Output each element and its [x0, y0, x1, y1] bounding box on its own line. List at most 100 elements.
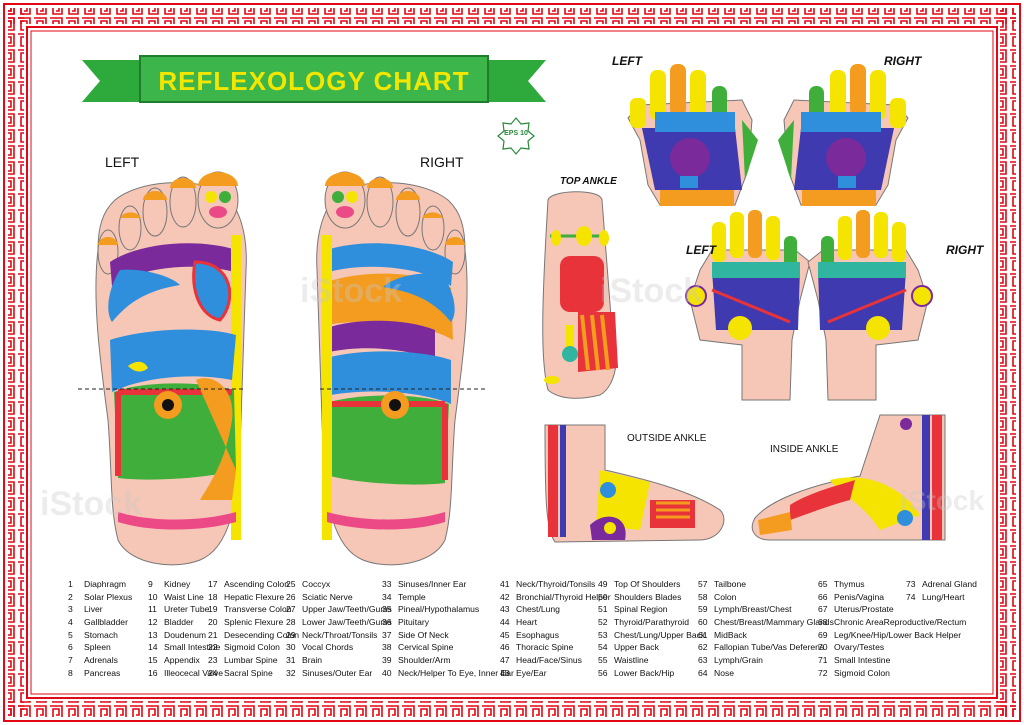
top-ankle-foot: [542, 191, 618, 399]
legend-text: Colon: [714, 591, 737, 602]
outside-ankle-foot: [544, 424, 725, 543]
legend-text: Sacral Spine: [224, 667, 273, 678]
legend-number: 26: [286, 591, 296, 602]
legend-number: 46: [500, 642, 510, 653]
legend-number: 17: [208, 579, 218, 589]
legend-number: 33: [382, 579, 392, 589]
legend-number: 38: [382, 642, 392, 653]
legend-text: Nose: [714, 667, 735, 678]
legend-number: 18: [208, 591, 218, 602]
legend-text: Lumbar Spine: [224, 655, 278, 666]
bottom-right-hand-label: RIGHT: [946, 243, 984, 257]
legend-number: 14: [148, 642, 158, 653]
banner-ribbon-left: [82, 60, 148, 102]
legend-number: 47: [500, 655, 510, 666]
legend-text: Bronchial/Thyroid Helper: [516, 591, 611, 602]
legend-number: 73: [906, 579, 916, 589]
legend-item: 14 Small Intestine: [148, 641, 223, 654]
legend-number: 42: [500, 591, 510, 602]
legend-number: 50: [598, 591, 608, 602]
legend-number: 9: [148, 579, 153, 589]
legend-text: Ureter Tube: [164, 604, 210, 615]
legend-text: Gallbladder: [84, 617, 128, 628]
legend-number: 34: [382, 591, 392, 602]
legend-text: Upper Back: [614, 642, 659, 653]
top-left-hand: [627, 64, 758, 206]
legend-number: 59: [698, 604, 708, 615]
legend-text: Pineal/Hypothalamus: [398, 604, 480, 615]
eps-badge-label: EPS 10: [504, 130, 528, 137]
legend-number: 6: [68, 642, 73, 653]
legend-number: 43: [500, 604, 510, 615]
legend-text: Kidney: [164, 579, 191, 589]
legend-text: Shoulders Blades: [614, 591, 682, 602]
legend-text: Chest/Lung: [516, 604, 560, 615]
legend-number: 3: [68, 604, 73, 615]
legend-text: Chest/Lung/Upper Back: [614, 629, 706, 640]
legend-text: Small Intestine: [164, 642, 221, 653]
legend-text: Upper Jaw/Teeth/Gums: [302, 604, 392, 615]
legend-text: Neck/Throat/Tonsils: [302, 629, 378, 640]
legend-text: Neck/Thyroid/Tonsils: [516, 579, 596, 589]
legend-text: Tailbone: [714, 579, 747, 589]
legend-item: 48 Eye/Ear: [500, 667, 611, 680]
legend-number: 60: [698, 617, 708, 628]
legend-text: Side Of Neck: [398, 629, 449, 640]
outside-ankle-label: OUTSIDE ANKLE: [627, 433, 707, 444]
legend-text: Solar Plexus: [84, 591, 133, 602]
legend-item: 43 Chest/Lung: [500, 603, 611, 616]
legend-number: 45: [500, 629, 510, 640]
legend-text: Chest/Breast/Mammary Glands: [714, 617, 834, 628]
legend-number: 64: [698, 667, 708, 678]
legend-text: Thoracic Spine: [516, 642, 574, 653]
legend-number: 35: [382, 604, 392, 615]
legend-number: 5: [68, 629, 73, 640]
legend-text: Thyroid/Parathyroid: [614, 617, 689, 628]
legend-text: Coccyx: [302, 579, 331, 589]
top-ankle-label: TOP ANKLE: [560, 176, 617, 187]
legend-number: 69: [818, 629, 828, 640]
legend-number: 27: [286, 604, 296, 615]
legend-number: 44: [500, 617, 510, 628]
legend-text: Pancreas: [84, 667, 121, 678]
legend-number: 1: [68, 579, 73, 589]
legend-number: 53: [598, 629, 608, 640]
legend-number: 48: [500, 667, 510, 678]
legend-number: 58: [698, 591, 708, 602]
legend-item: 64 Nose: [698, 667, 834, 680]
legend-item: 60 Chest/Breast/Mammary Glands: [698, 616, 834, 629]
legend-number: 4: [68, 617, 73, 628]
right-foot-sole: [316, 171, 485, 566]
legend-text: Eye/Ear: [516, 667, 547, 678]
legend-number: 29: [286, 629, 296, 640]
legend-number: 15: [148, 655, 158, 666]
inside-ankle-label: INSIDE ANKLE: [770, 444, 839, 455]
legend-item: 50 Shoulders Blades: [598, 591, 705, 604]
